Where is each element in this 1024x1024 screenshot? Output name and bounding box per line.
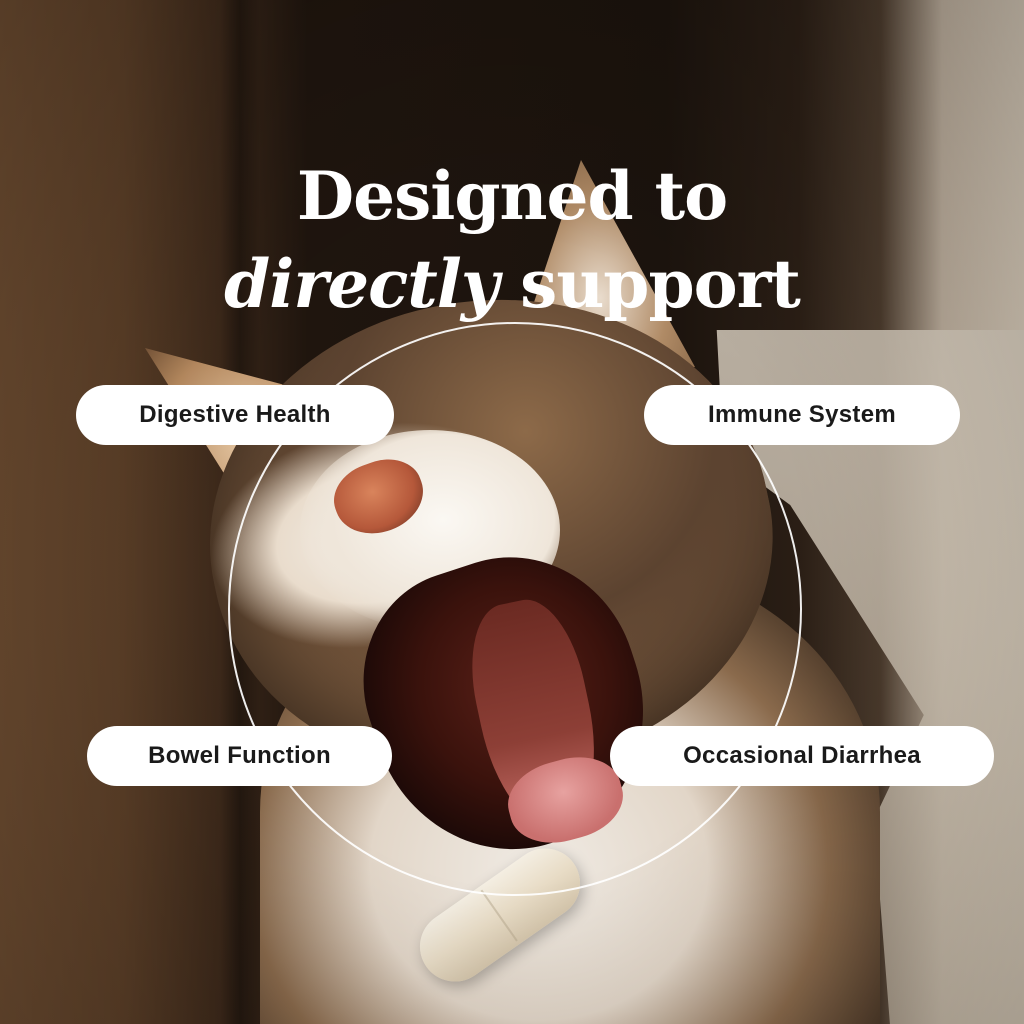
headline-line-2: directly support [0,240,1024,328]
benefit-label: Digestive Health [139,401,331,428]
benefit-pill-bowel-function: Bowel Function [87,726,392,786]
focus-ring-circle [228,322,802,896]
benefit-label: Occasional Diarrhea [683,742,921,769]
headline-line-1: Designed to [296,157,728,236]
headline-emphasis: directly [224,245,499,324]
benefit-label: Bowel Function [148,742,331,769]
headline-line-2-rest: support [498,245,801,324]
headline: Designed to directly support [0,152,1024,328]
benefit-pill-occasional-diarrhea: Occasional Diarrhea [610,726,994,786]
benefit-label: Immune System [708,401,896,428]
benefit-pill-digestive-health: Digestive Health [76,385,394,445]
benefit-pill-immune-system: Immune System [644,385,960,445]
